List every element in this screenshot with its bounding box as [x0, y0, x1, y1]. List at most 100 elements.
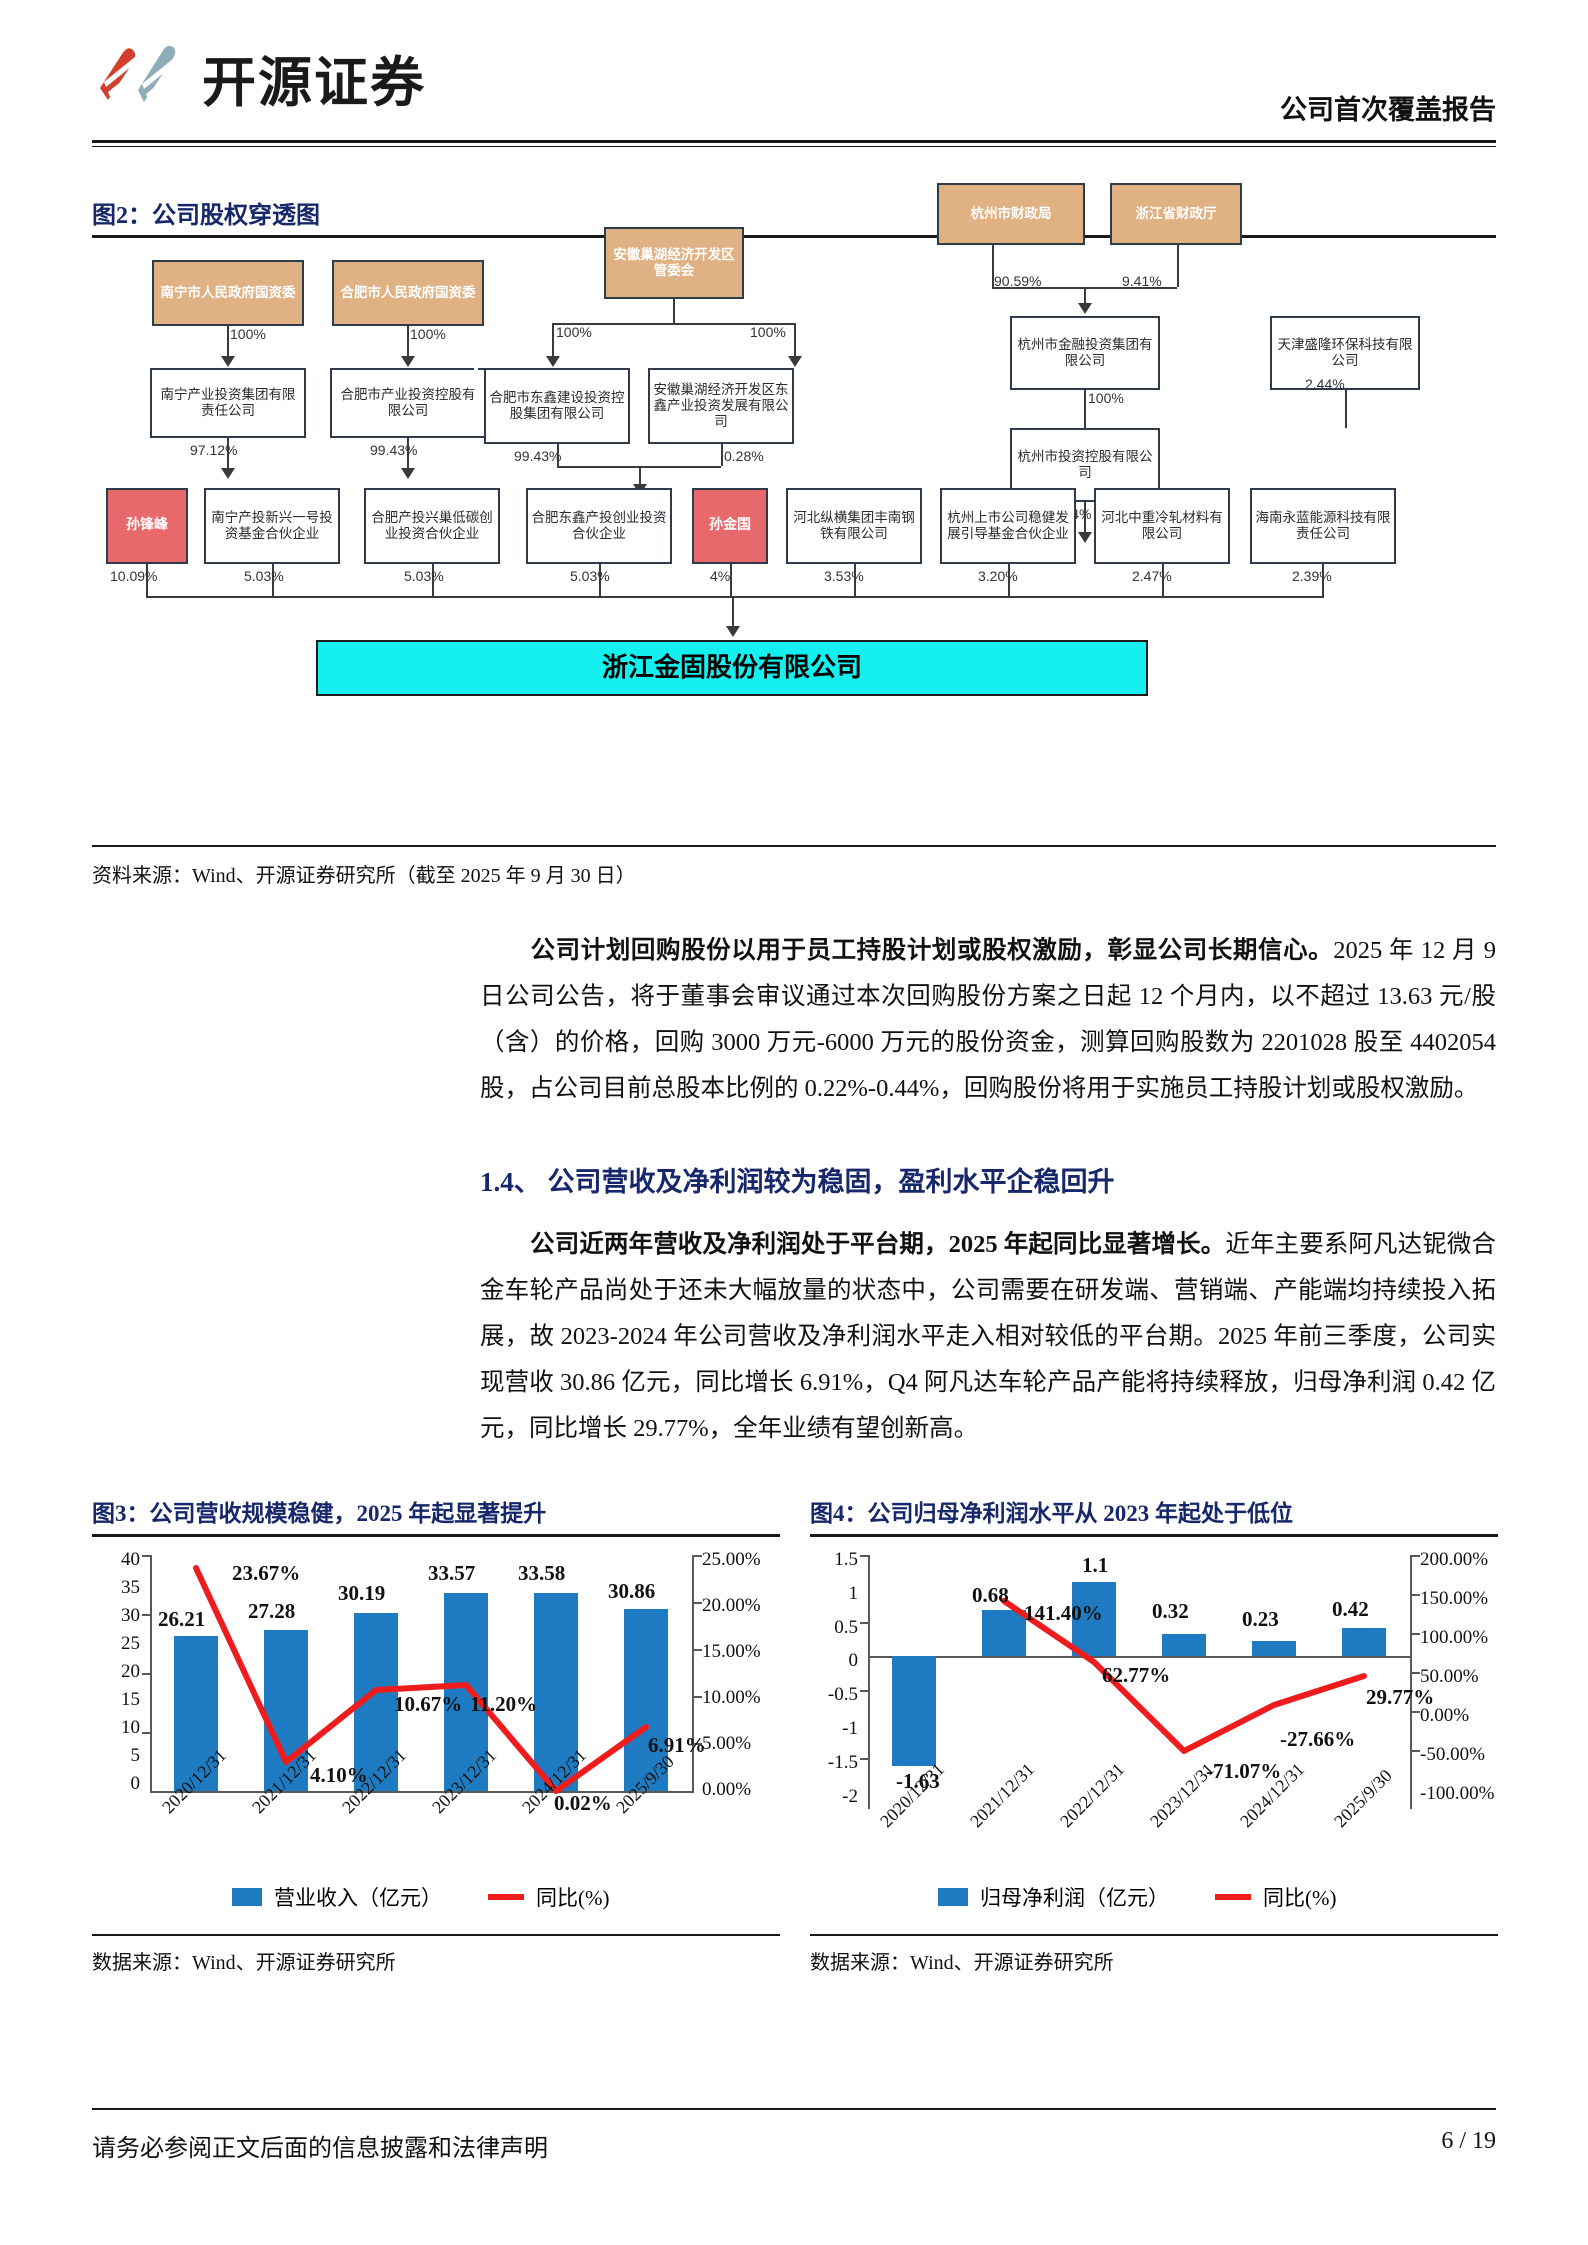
figure4-legend: 归母净利润（亿元） 同比(%) [938, 1882, 1336, 1912]
connector-line [794, 323, 796, 358]
connector-line [992, 245, 994, 287]
connector-arrow [221, 356, 235, 367]
figure3-legend: 营业收入（亿元） 同比(%) [232, 1882, 609, 1912]
growth-label-2021: 141.40% [1024, 1601, 1103, 1625]
y-tick-left: -0.5 [827, 1684, 858, 1705]
y-tick-left: 25 [121, 1633, 140, 1654]
org-node-tianjin-shenglong: 天津盛隆环保科技有限公司 [1270, 316, 1420, 390]
growth-label-2024: 0.02% [554, 1791, 612, 1815]
pct-chaohu-chaohudongxin-100: 100% [750, 324, 786, 340]
org-node-hebei-zhongzhong: 河北中重冷轧材料有限公司 [1094, 488, 1230, 564]
y-tick-left: -2 [842, 1786, 858, 1807]
y-tick-right: 5.00% [702, 1733, 752, 1754]
connector-line [407, 438, 409, 470]
axis-tick [693, 1743, 702, 1745]
pct-hefei-dongxin-fund: 5.03% [570, 568, 610, 584]
axis-tick [1411, 1672, 1420, 1674]
figure4-source-rule [810, 1934, 1498, 1936]
axis-tick [1411, 1750, 1420, 1752]
org-node-sun-fengfeng: 孙锋峰 [106, 488, 188, 564]
bar-label-2020: -1.63 [896, 1769, 940, 1793]
pct-nanning-fund: 5.03% [244, 568, 284, 584]
axis-tick [860, 1690, 869, 1692]
growth-label-2024: -27.66% [1280, 1727, 1356, 1751]
axis-tick [693, 1649, 702, 1651]
y-tick-left: 1 [848, 1583, 859, 1604]
y-tick-right: 0.00% [702, 1779, 752, 1800]
pct-zj-dept-941: 9.41% [1122, 273, 1162, 289]
y-tick-right: -100.00% [1420, 1783, 1495, 1804]
axis-tick [860, 1555, 869, 1557]
org-node-hefei-sasac: 合肥市人民政府国资委 [332, 260, 484, 326]
bar-profit-2023 [1162, 1634, 1206, 1656]
pct-nanning-100: 100% [230, 326, 266, 342]
org-node-hefei-dongxin-fund: 合肥东鑫产投创业投资合伙企业 [526, 488, 672, 564]
pct-hebei-zongheng: 3.53% [824, 568, 864, 584]
legend-label-line: 同比(%) [536, 1886, 610, 1910]
axis-tick [142, 1732, 151, 1734]
figure3-plot: 40 35 30 25 20 15 10 5 0 25.00% 20.00% 1… [92, 1537, 780, 1837]
org-node-hangzhou-listed-fund: 杭州上市公司稳健发展引导基金合伙企业 [940, 488, 1076, 564]
connector-line [1008, 564, 1010, 596]
pct-sun-jinguo: 4% [710, 568, 731, 584]
org-node-hebei-zongheng: 河北纵横集团丰南钢铁有限公司 [786, 488, 922, 564]
paragraph-revenue: 公司近两年营收及净利润处于平台期，2025 年起同比显著增长。近年主要系阿凡达铌… [480, 1222, 1496, 1452]
pct-group-holding-100: 100% [1088, 390, 1124, 406]
org-node-anhui-chaohu-dongxin: 安徽巢湖经济开发区东鑫产业投资发展有限公司 [648, 368, 794, 444]
org-node-hefei-chaodi-fund: 合肥产投兴巢低碳创业投资合伙企业 [364, 488, 500, 564]
y-tick-left: -1 [842, 1718, 858, 1739]
growth-label-2021: 4.10% [310, 1763, 368, 1787]
pct-sun-fengfeng: 10.09% [110, 568, 158, 584]
connector-line [1177, 245, 1179, 287]
figure3-title-rule [92, 1534, 780, 1537]
brand-name: 开源证券 [202, 51, 426, 114]
connector-line [1322, 564, 1324, 596]
pct-hainan-yonglan: 2.39% [1292, 568, 1332, 584]
org-node-nanning-industry: 南宁产业投资集团有限责任公司 [150, 368, 306, 438]
pct-nanning-9712: 97.12% [190, 442, 238, 458]
growth-label-2020: 23.67% [232, 1561, 301, 1585]
figure2-source-block: 资料来源：Wind、开源证券研究所（截至 2025 年 9 月 30 日） [92, 845, 1496, 888]
y-tick-right: 50.00% [1420, 1666, 1479, 1687]
bar-revenue-2023 [444, 1593, 488, 1791]
axis-right [1410, 1555, 1412, 1809]
pct-chaohu-dongxin-100: 100% [556, 324, 592, 340]
paragraph-buyback-body: 2025 年 12 月 9 日公司公告，将于董事会审议通过本次回购股份方案之日起… [480, 937, 1496, 1102]
pct-hefei-9943: 99.43% [370, 442, 418, 458]
y-tick-right: -50.00% [1420, 1744, 1485, 1765]
y-tick-left: 15 [121, 1689, 140, 1710]
y-tick-left: -1.5 [827, 1752, 858, 1773]
bar-profit-2022 [1072, 1582, 1116, 1656]
connector-line [557, 444, 559, 466]
pct-tianjin-244: 2.44% [1305, 376, 1345, 392]
bar-label-2023: 0.32 [1152, 1599, 1189, 1623]
org-node-hainan-yonglan: 海南永蓝能源科技有限责任公司 [1250, 488, 1396, 564]
pct-hz-bureau-9059: 90.59% [994, 273, 1042, 289]
footer-divider [92, 2108, 1496, 2110]
paragraph-buyback: 公司计划回购股份以用于员工持股计划或股权激励，彰显公司长期信心。2025 年 1… [480, 928, 1496, 1112]
page-header: 开源证券 公司首次覆盖报告 [0, 0, 1588, 155]
org-node-hangzhou-finance-bureau: 杭州市财政局 [937, 183, 1085, 245]
paragraph-buyback-lead: 公司计划回购股份以用于员工持股计划或股权激励，彰显公司长期信心。 [530, 937, 1334, 964]
connector-line [730, 564, 732, 596]
connector-arrow [221, 468, 235, 479]
bar-revenue-2020 [174, 1636, 218, 1791]
legend-swatch-line [488, 1894, 524, 1900]
footer-page-number: 6 / 19 [1441, 2128, 1496, 2154]
connector-line [721, 444, 723, 466]
y-tick-right: 10.00% [702, 1687, 761, 1708]
y-tick-left: 1.5 [834, 1549, 858, 1570]
bar-label-2025: 30.86 [608, 1579, 656, 1603]
section-heading-1-4: 1.4、 公司营收及净利润较为稳固，盈利水平企稳回升 [480, 1167, 1115, 1197]
y-tick-left: 0.5 [834, 1617, 858, 1638]
figure3-source-rule [92, 1934, 780, 1936]
figure4-container: 图4：公司归母净利润水平从 2023 年起处于低位 1.5 1 0.5 0 -0… [810, 1494, 1498, 1974]
org-node-sun-jinguo: 孙金国 [692, 488, 768, 564]
bar-label-2021: 27.28 [248, 1599, 296, 1623]
connector-line [146, 564, 148, 596]
axis-tick [860, 1622, 869, 1624]
brand-logo: 开源证券 [92, 38, 426, 117]
legend-swatch-line [1215, 1894, 1251, 1900]
paragraph-revenue-body: 近年主要系阿凡达铌微合金车轮产品尚处于还未大幅放量的状态中，公司需要在研发端、营… [480, 1231, 1497, 1442]
